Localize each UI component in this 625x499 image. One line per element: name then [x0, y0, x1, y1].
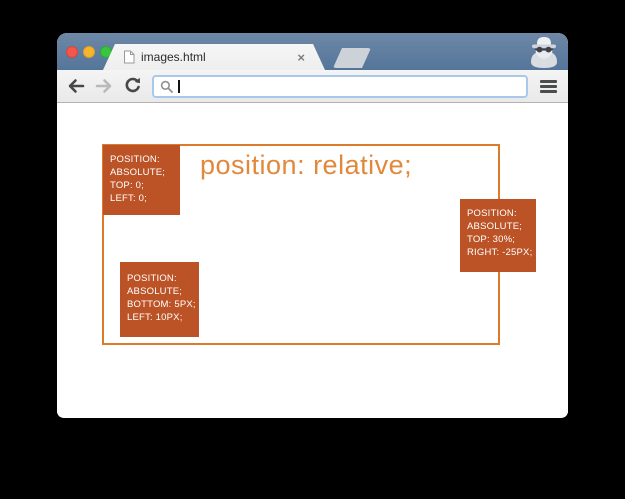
box-text-line: POSITION: [467, 208, 517, 219]
title-bar: images.html × [57, 33, 568, 70]
absolute-box-bottom-left: POSITION: ABSOLUTE; BOTTOM: 5PX; LEFT: 1… [120, 262, 199, 337]
box-text-line: POSITION: [110, 154, 160, 165]
box-text-line: TOP: 30%; [467, 234, 516, 245]
refresh-button[interactable] [123, 76, 143, 96]
box-text-line: TOP: 0; [110, 180, 144, 191]
page-heading: position: relative; [200, 150, 413, 180]
hamburger-icon [540, 89, 557, 93]
box-text-line: ABSOLUTE; [110, 167, 166, 178]
new-tab-button[interactable] [333, 48, 371, 68]
forward-button[interactable] [94, 76, 114, 96]
text-caret [178, 79, 180, 93]
box-text-line: RIGHT: -25PX; [467, 247, 533, 258]
box-text-line: ABSOLUTE; [127, 286, 183, 297]
box-text-line: LEFT: 10PX; [127, 312, 183, 323]
document-icon [123, 50, 135, 64]
hamburger-icon [540, 84, 557, 88]
box-text-line: BOTTOM: 5PX; [127, 299, 196, 310]
browser-tab[interactable]: images.html × [103, 44, 325, 70]
menu-button[interactable] [540, 79, 557, 93]
incognito-spy-icon [531, 37, 557, 68]
hamburger-icon [540, 79, 557, 83]
search-icon [160, 80, 173, 93]
absolute-box-right: POSITION: ABSOLUTE; TOP: 30%; RIGHT: -25… [460, 199, 536, 272]
tab-title: images.html [141, 50, 206, 64]
browser-window: images.html × [57, 33, 568, 418]
window-controls [66, 46, 112, 58]
page-content: position: relative; POSITION: ABSOLUTE; … [57, 103, 568, 417]
back-arrow-icon [68, 79, 84, 93]
box-text-line: ABSOLUTE; [467, 221, 523, 232]
back-button[interactable] [65, 76, 85, 96]
refresh-icon [125, 77, 140, 93]
position-relative-container: position: relative; POSITION: ABSOLUTE; … [102, 144, 536, 345]
tab-close-icon[interactable]: × [297, 49, 305, 65]
minimize-window-button[interactable] [83, 46, 95, 58]
box-text-line: LEFT: 0; [110, 193, 147, 204]
close-window-button[interactable] [66, 46, 78, 58]
address-bar[interactable] [152, 74, 528, 98]
browser-toolbar [57, 70, 568, 103]
absolute-box-top-left: POSITION: ABSOLUTE; TOP: 0; LEFT: 0; [103, 145, 180, 215]
forward-arrow-icon [95, 79, 111, 93]
box-text-line: POSITION: [127, 273, 177, 284]
